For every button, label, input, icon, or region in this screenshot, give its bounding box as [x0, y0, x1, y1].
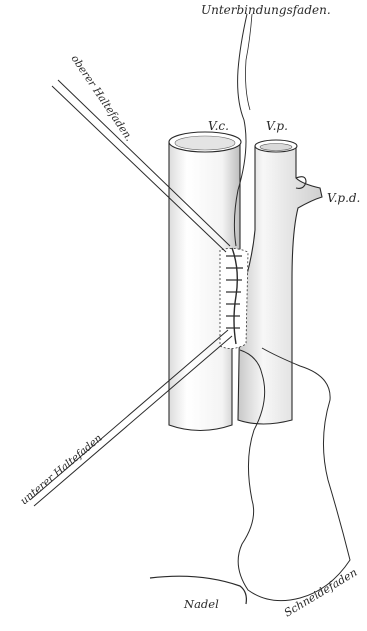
label-nadel: Nadel: [183, 597, 219, 611]
label-vena-cava: V.c.: [208, 119, 229, 133]
vena-portae-vessel: [238, 140, 322, 424]
label-vena-portae: V.p.: [266, 119, 288, 133]
label-unterer-haltefaden: unterer Haltefaden: [18, 432, 104, 507]
label-schneidefaden: Schneidefaden: [282, 566, 360, 620]
label-vena-portae-dextra: V.p.d.: [327, 191, 360, 205]
label-unterbindungsfaden: Unterbindungsfaden.: [201, 3, 331, 17]
label-oberer-haltefaden: oberer Haltefaden.: [69, 53, 136, 144]
